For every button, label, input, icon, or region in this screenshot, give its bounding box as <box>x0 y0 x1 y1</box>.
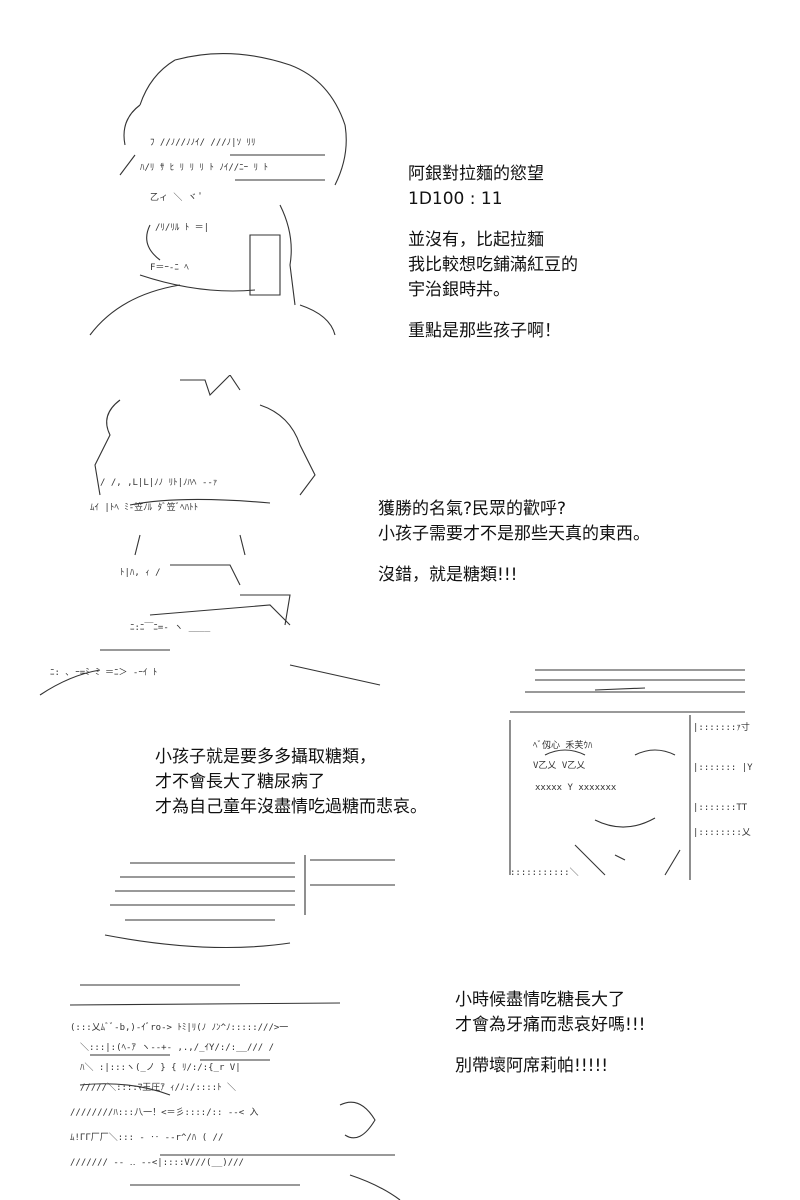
ascii-art-gintoki: ﾌ //ﾉ//ﾉﾉｲ/ ///ﾉ|ｿ ﾘﾘ ﾊ/ﾘ ｻ ﾋ ﾘ ﾘ ﾘ ﾄ ﾉｲ… <box>89 53 347 336</box>
caption-line: 小時候盡情吃糖長大了 <box>455 990 625 1010</box>
caption-line: 我比較想吃鋪滿紅豆的 <box>408 255 578 275</box>
svg-text:ﾆ:ﾆ￣ﾆ=- ヽ ____: ﾆ:ﾆ￣ﾆ=- ヽ ____ <box>130 621 211 633</box>
svg-text:|::::::::乂: |::::::::乂 <box>693 828 751 838</box>
caption-line: 才不會長大了糖尿病了 <box>155 772 325 792</box>
caption-line: 1D100 : 11 <box>408 189 503 209</box>
panel-3-caption: 小孩子就是要多多攝取糖類， 才不會長大了糖尿病了 才為自己童年沒盡情吃過糖而悲哀… <box>155 745 427 820</box>
svg-text:/ /, ,L|L|ﾉﾉ ﾘﾄ|ﾉﾊﾍ ‐‐ｧ: / /, ,L|L|ﾉﾉ ﾘﾄ|ﾉﾊﾍ ‐‐ｧ <box>100 478 217 488</box>
svg-text://///＼::::ﾏ王圧ｱ ｨ/ﾉ:/::::ﾄ ＼: /////＼::::ﾏ王圧ｱ ｨ/ﾉ:/::::ﾄ ＼ <box>80 1082 236 1093</box>
svg-text:＼:::|:(ﾍ-ｱ ヽ--+- ,.,/_ｲY/:/: ＼:::|:(ﾍ-ｱ ヽ--+- ,.,/_ｲY/:/:__/// / <box>80 1042 274 1053</box>
ascii-art-eating-character: / /, ,L|L|ﾉﾉ ﾘﾄ|ﾉﾊﾍ ‐‐ｧ ﾑｲ |ﾄﾍ ﾐ‐笠ﾉﾙ ﾀﾞ笠… <box>39 375 381 696</box>
svg-text:ﾄ|ﾊ, ｨ /: ﾄ|ﾊ, ｨ / <box>120 568 161 578</box>
caption-line: 沒錯，就是糖類!!! <box>378 565 518 585</box>
svg-text:ﾍﾞ仭心 禾芙ｳﾊ: ﾍﾞ仭心 禾芙ｳﾊ <box>533 739 593 751</box>
svg-text:(:::乂ﾑﾞﾞ-b,)-ｲﾞro-> ﾄﾐ|ﾘ(ﾉ ﾉ: (:::乂ﾑﾞﾞ-b,)-ｲﾞro-> ﾄﾐ|ﾘ(ﾉ ﾉﾝ^ﾉ:::::///>… <box>70 1022 288 1033</box>
caption-line: 宇治銀時丼。 <box>408 280 510 300</box>
caption-line: 小孩子需要才不是那些天真的東西。 <box>378 524 650 544</box>
svg-text:ﾌ //ﾉ//ﾉﾉｲ/ ///ﾉ|ｿ ﾘﾘ: ﾌ //ﾉ//ﾉﾉｲ/ ///ﾉ|ｿ ﾘﾘ <box>150 138 256 148</box>
svg-text:ﾆ: ､ ｰ=ﾐ ﾐ ＝ﾆ＞ -ｰｲ ﾄ: ﾆ: ､ ｰ=ﾐ ﾐ ＝ﾆ＞ -ｰｲ ﾄ <box>50 668 157 678</box>
panel-1-caption: 阿銀對拉麵的慾望 1D100 : 11 並沒有，比起拉麵 我比較想吃鋪滿紅豆的 … <box>408 162 578 344</box>
svg-text:////////ﾊ:::八一！<＝彡::::/:: -‐<: ////////ﾊ:::八一！<＝彡::::/:: -‐< 入 <box>70 1107 259 1118</box>
svg-text:|::::::: |Y: |::::::: |Y <box>693 763 753 773</box>
svg-text:F＝ｰ-ﾆ ﾍ: F＝ｰ-ﾆ ﾍ <box>150 263 189 273</box>
svg-text:ﾊ＼ :|:::ヽ(_ノ } { ﾘ/:/:: ﾊ＼ :|:::ヽ(_ノ } { ﾘ/:/:{_r V| <box>80 1062 241 1073</box>
ascii-art-hat-character: (:::乂ﾑﾞﾞ-b,)-ｲﾞro-> ﾄﾐ|ﾘ(ﾉ ﾉﾝ^ﾉ:::::///>… <box>69 855 401 1200</box>
caption-line: 才為自己童年沒盡情吃過糖而悲哀。 <box>155 797 427 817</box>
svg-text:ﾊ/ﾘ ｻ ﾋ ﾘ ﾘ ﾘ ﾄ ﾉｲ//ﾆｰ ﾘ ﾄ: ﾊ/ﾘ ｻ ﾋ ﾘ ﾘ ﾘ ﾄ ﾉｲ//ﾆｰ ﾘ ﾄ <box>140 162 268 173</box>
svg-text:xxxxx Y xxxxxxx: xxxxx Y xxxxxxx <box>535 783 617 793</box>
caption-line: 才會為牙痛而悲哀好嗎!!! <box>455 1015 646 1035</box>
svg-text:|:::::::ｧ寸: |:::::::ｧ寸 <box>693 721 750 733</box>
svg-text::::::::::::＼: :::::::::::＼ <box>510 867 579 878</box>
caption-line: 小孩子就是要多多攝取糖類， <box>155 747 376 767</box>
panel-4-caption: 小時候盡情吃糖長大了 才會為牙痛而悲哀好嗎!!! 別帶壞阿席莉帕!!!!! <box>455 988 645 1079</box>
panel-2-caption: 獲勝的名氣?民眾的歡呼? 小孩子需要才不是那些天真的東西。 沒錯，就是糖類!!! <box>378 497 650 588</box>
ascii-art-face: ﾍﾞ仭心 禾芙ｳﾊ V乙乂 V乙乂 xxxxx Y xxxxxxx |:::::… <box>509 669 753 880</box>
caption-line: 阿銀對拉麵的慾望 <box>408 164 544 184</box>
svg-text:ﾑ!ΓΓ厂厂＼::: - ‥ -‐r^/: ﾑ!ΓΓ厂厂＼::: - ‥ -‐r^/ﾊ ( // <box>70 1132 223 1143</box>
svg-text://///// -- ‥ --<|::: /////// -- ‥ --<|::::V///(__)/// <box>70 1158 244 1168</box>
svg-text:|:::::::TT: |:::::::TT <box>693 803 748 813</box>
caption-line: 重點是那些孩子啊！ <box>408 321 561 341</box>
caption-line: 別帶壞阿席莉帕!!!!! <box>455 1056 609 1076</box>
svg-text:V乙乂 V乙乂: V乙乂 V乙乂 <box>533 760 585 771</box>
svg-text:/ﾘ/ﾘﾙ ﾄ ＝|: /ﾘ/ﾘﾙ ﾄ ＝| <box>155 223 209 233</box>
svg-text:ﾑｲ |ﾄﾍ ﾐ‐笠ﾉﾙ ﾀﾞ笠ﾞﾍﾊﾄﾄ: ﾑｲ |ﾄﾍ ﾐ‐笠ﾉﾙ ﾀﾞ笠ﾞﾍﾊﾄﾄ <box>90 501 198 513</box>
caption-line: 獲勝的名氣?民眾的歡呼? <box>378 499 567 519</box>
caption-line: 並沒有，比起拉麵 <box>408 230 544 250</box>
svg-text:乙ィ ＼ ヾ ﾟ: 乙ィ ＼ ヾ ﾟ <box>150 192 203 203</box>
